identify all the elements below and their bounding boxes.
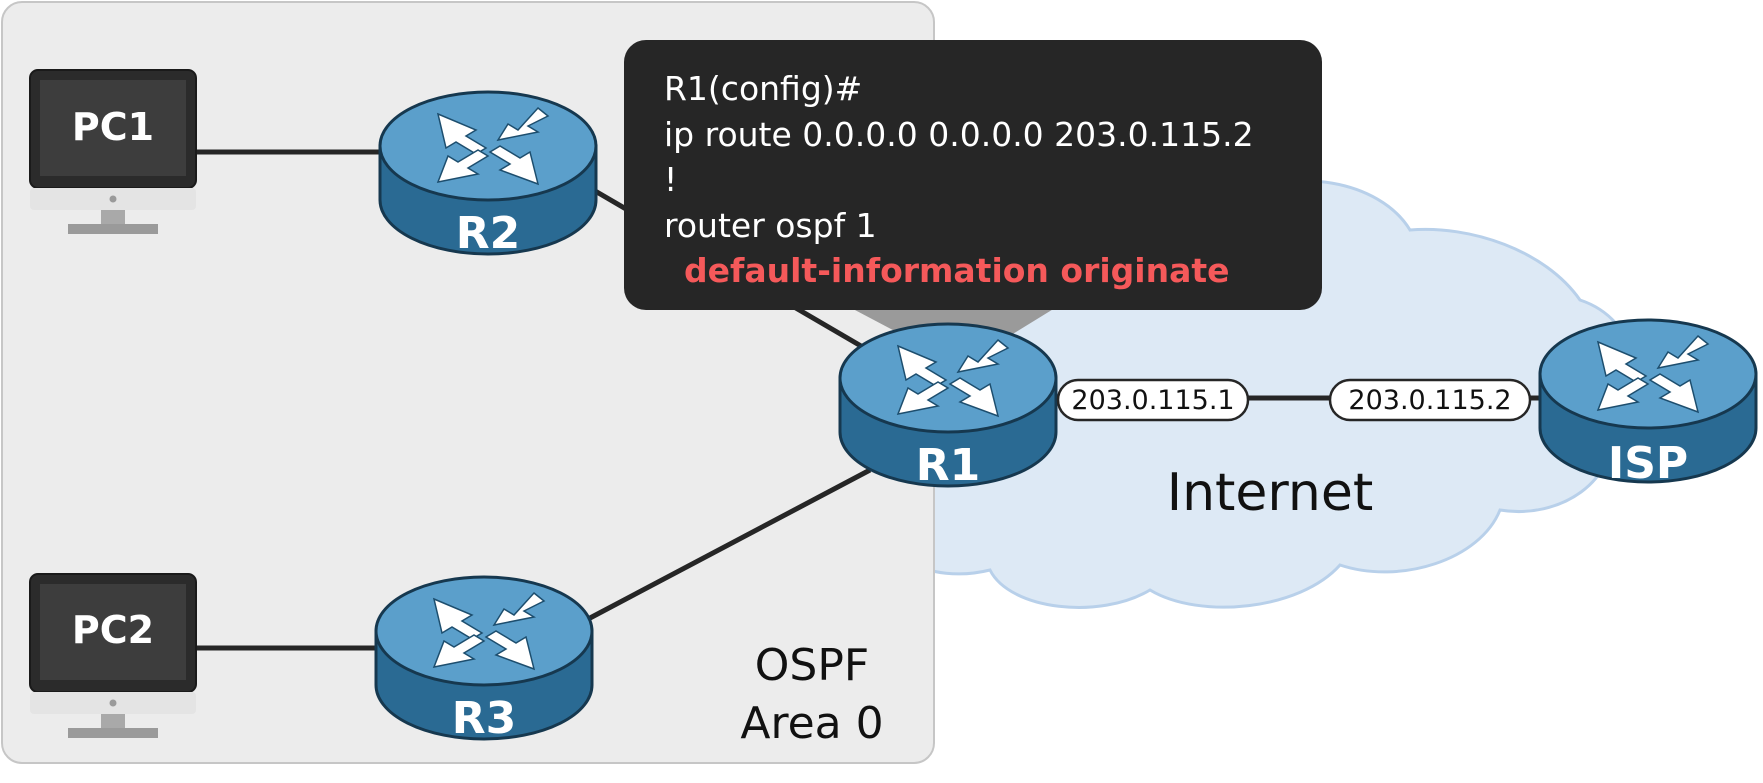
cli-line-prompt: R1(config)#: [664, 69, 863, 108]
cli-line-router-ospf: router ospf 1: [664, 205, 877, 245]
r1-label: R1: [916, 440, 981, 491]
router-r2[interactable]: R2: [378, 90, 598, 259]
link-r3-r1: [588, 467, 872, 621]
pc1[interactable]: PC1: [29, 69, 197, 235]
r1-wan-ip-text: 203.0.115.1: [1071, 385, 1234, 416]
r2-label: R2: [456, 208, 521, 259]
router-r3[interactable]: R3: [374, 575, 594, 744]
pc2[interactable]: PC2: [29, 573, 197, 739]
pc2-monitor-icon: [29, 573, 197, 739]
isp-ip-tag: 203.0.115.2: [1328, 378, 1532, 422]
cli-line-separator: !: [664, 160, 678, 199]
router-isp[interactable]: ISP: [1538, 318, 1758, 489]
isp-label: ISP: [1608, 438, 1688, 489]
cli-line-static-route: ip route 0.0.0.0 0.0.0.0 203.0.115.2: [664, 114, 1254, 154]
r1-wan-ip-tag: 203.0.115.1: [1056, 378, 1250, 422]
r3-label: R3: [452, 693, 517, 744]
internet-label: Internet: [1167, 463, 1373, 523]
cli-config-box: R1(config)# ip route 0.0.0.0 0.0.0.0 203…: [624, 40, 1322, 310]
router-r1[interactable]: R1: [838, 322, 1058, 491]
pc2-label: PC2: [72, 608, 154, 652]
pc1-label: PC1: [72, 105, 154, 149]
pc1-monitor-icon: [29, 69, 197, 235]
ospf-area-label-line2: Area 0: [740, 698, 883, 749]
isp-ip-text: 203.0.115.2: [1348, 385, 1511, 416]
ospf-area-label-line1: OSPF: [755, 640, 869, 691]
cli-line-default-info-originate: default-information originate: [684, 251, 1230, 290]
